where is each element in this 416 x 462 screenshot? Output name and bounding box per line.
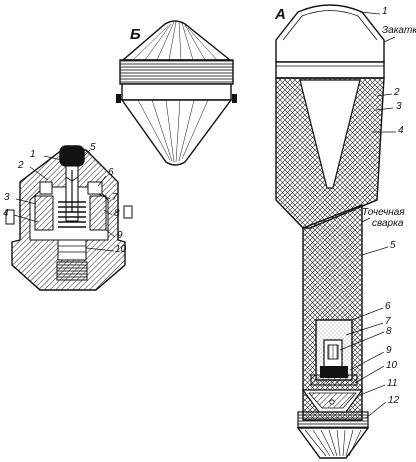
fuze-number-2: 2 <box>18 160 24 171</box>
view-a-number-11: 11 <box>387 378 398 389</box>
view-b-letter: Б <box>130 26 141 43</box>
view-b-fuze-head <box>116 20 237 166</box>
fuze-number-9: 9 <box>117 230 123 241</box>
view-a-number-7: 7 <box>385 316 391 327</box>
fuze-number-6: 6 <box>108 167 114 178</box>
tail-ring <box>297 411 369 429</box>
fuze-number-10: 10 <box>115 244 127 255</box>
note-weld-line2: сварка <box>372 218 404 229</box>
note-weld-line1: Точечная <box>362 207 405 218</box>
fuze-number-3: 3 <box>4 192 10 203</box>
shaped-cavity <box>299 79 361 189</box>
view-a-number-5: 5 <box>390 240 396 251</box>
view-a-number-9: 9 <box>386 345 392 356</box>
view-a-number-6: 6 <box>385 301 391 312</box>
fuze-section <box>5 145 133 291</box>
fuze-number-4: 4 <box>3 208 9 219</box>
view-a-number-3: 3 <box>396 101 402 112</box>
fuze-number-8: 8 <box>114 208 120 219</box>
fuze-number-1: 1 <box>30 149 36 160</box>
note-crimp: Закатка <box>382 25 416 36</box>
view-a-number-4: 4 <box>398 125 404 136</box>
crimp-band <box>275 61 385 79</box>
fuze-number-7: 7 <box>112 192 118 203</box>
nose-cap <box>275 4 385 63</box>
filler-region <box>310 225 355 320</box>
view-a-number-2: 2 <box>394 87 400 98</box>
view-a-number-8: 8 <box>386 326 392 337</box>
view-a-number-12: 12 <box>388 395 400 406</box>
view-a-letter: А <box>275 6 286 23</box>
view-a-projectile <box>275 4 396 459</box>
view-a-number-1: 1 <box>382 6 388 17</box>
view-a-number-10: 10 <box>386 360 398 371</box>
fuze-number-5: 5 <box>90 142 96 153</box>
